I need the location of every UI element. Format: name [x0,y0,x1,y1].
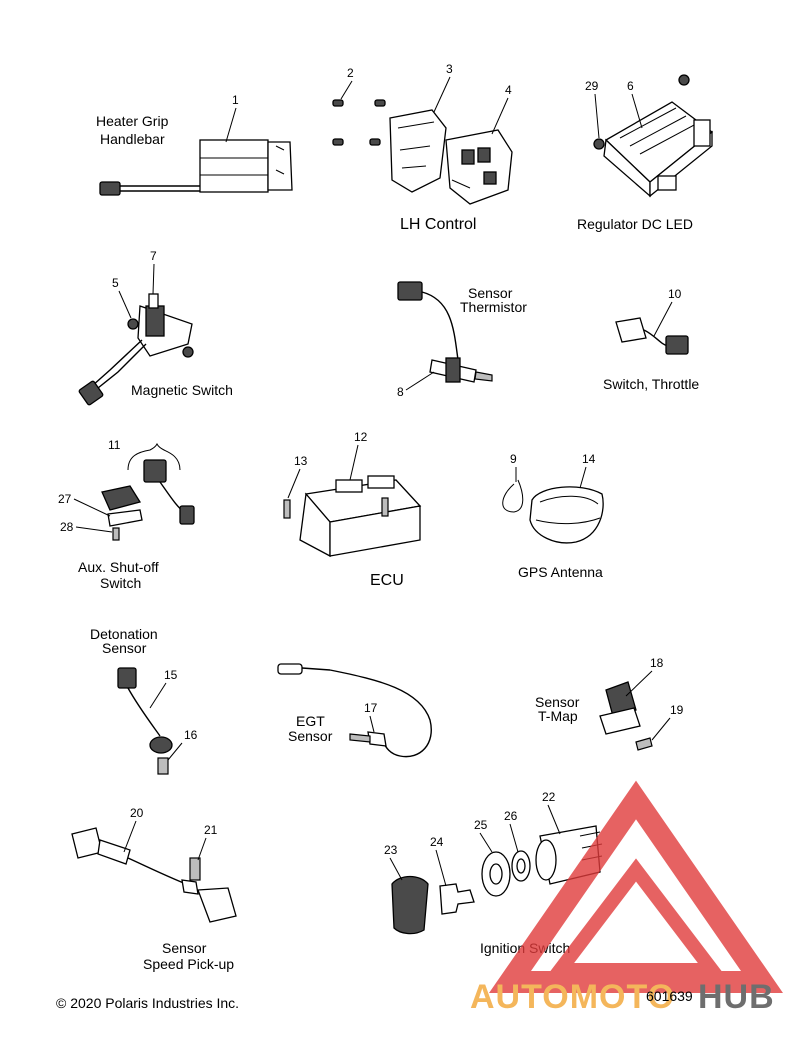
part-detonation-sensor [117,667,173,775]
callout-3: 3 [446,62,453,76]
label-tmap-2: T-Map [538,708,578,724]
callout-28: 28 [60,520,74,534]
part-screws [332,99,386,146]
label-egt-2: Sensor [288,728,333,744]
label-egt-1: EGT [296,713,325,729]
part-speed-pickup [71,827,237,923]
callout-1: 1 [232,93,239,107]
callout-5: 5 [112,276,119,290]
callout-18: 18 [650,656,664,670]
label-regulator: Regulator DC LED [577,216,693,232]
label-detonation-1: Detonation [90,626,158,642]
callout-8: 8 [397,385,404,399]
callout-22: 22 [542,790,556,804]
callout-7: 7 [150,249,157,263]
part-switch-throttle [615,317,689,355]
callout-23: 23 [384,843,398,857]
part-heater-grip [99,139,293,196]
label-sensor-thermistor-2: Thermistor [460,299,527,315]
label-tmap-1: Sensor [535,694,580,710]
part-sensor-thermistor [397,281,493,383]
part-egt-sensor [277,663,432,758]
watermark-triangle-outer-icon [489,780,783,993]
callout-9: 9 [510,452,517,466]
label-magnetic-switch: Magnetic Switch [131,382,233,398]
callout-11: 11 [108,438,121,452]
footer-diagram-id: 601639 [646,988,693,1004]
label-sensor-thermistor-1: Sensor [468,285,513,301]
label-aux-shutoff-2: Switch [100,575,141,591]
part-regulator [593,74,714,198]
callout-6: 6 [627,79,634,93]
part-lh-control [389,109,513,205]
part-aux-shutoff [101,442,195,541]
label-switch-throttle: Switch, Throttle [603,376,699,392]
label-heater-grip: Heater Grip [96,113,169,129]
callout-27: 27 [58,492,72,506]
callout-15: 15 [164,668,178,682]
watermark-triangle-inner-icon [545,858,727,977]
part-ignition-switch [391,825,603,935]
part-ecu [283,475,422,558]
callout-29: 29 [585,79,599,93]
label-speed-1: Sensor [162,940,207,956]
watermark-brand-right: HUB [698,978,775,1016]
part-sensor-tmap [599,681,653,751]
callout-13: 13 [294,454,308,468]
callout-17: 17 [364,701,378,715]
part-magnetic-switch [78,293,194,406]
callout-16: 16 [184,728,198,742]
callout-10: 10 [668,287,682,301]
footer-copyright: © 2020 Polaris Industries Inc. [56,995,239,1011]
label-detonation-2: Sensor [102,640,147,656]
callout-2: 2 [347,66,354,80]
watermark-brand-left: AUTOMOTO [470,978,675,1016]
callout-12: 12 [354,430,368,444]
callout-4: 4 [505,83,512,97]
label-speed-2: Speed Pick-up [143,956,234,972]
callout-14: 14 [582,452,596,466]
watermark-logo: AUTOMOTO HUB [470,780,783,1016]
callout-24: 24 [430,835,444,849]
callout-25: 25 [474,818,488,832]
part-gps-antenna [502,479,604,544]
label-lh-control: LH Control [400,216,476,233]
callout-26: 26 [504,809,518,823]
label-aux-shutoff-1: Aux. Shut-off [78,559,159,575]
label-gps-antenna: GPS Antenna [518,564,603,580]
label-handlebar: Handlebar [100,131,165,147]
callout-20: 20 [130,806,144,820]
callout-21: 21 [204,823,218,837]
label-ecu: ECU [370,572,404,589]
callout-19: 19 [670,703,684,717]
